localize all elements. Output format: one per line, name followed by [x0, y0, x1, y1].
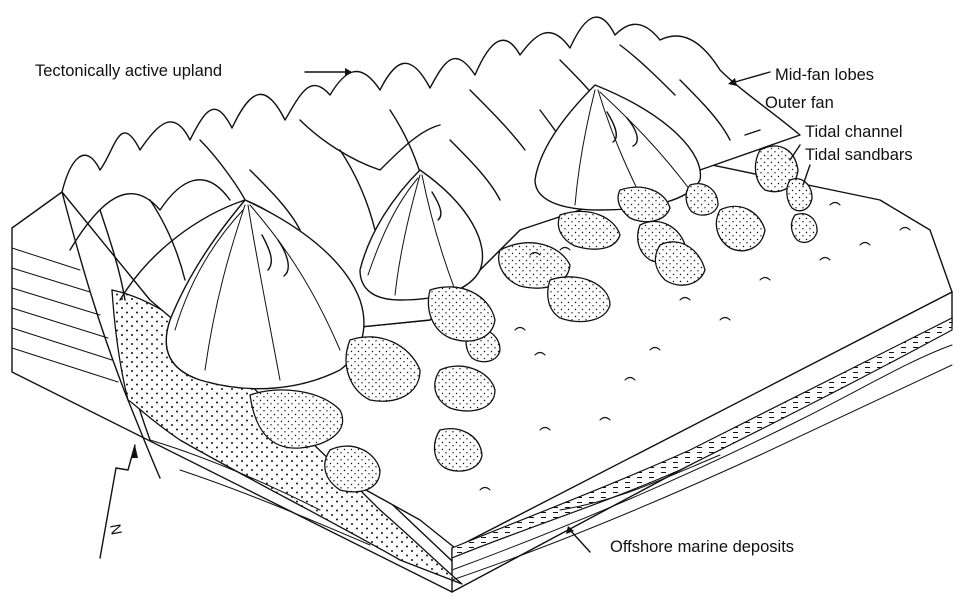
label-tidal-channel: Tidal channel	[805, 123, 903, 141]
north-arrow-label: N	[106, 523, 125, 537]
label-outer-fan: Outer fan	[765, 94, 834, 112]
north-arrow-icon: N	[100, 445, 138, 558]
label-tectonically-active-upland: Tectonically active upland	[35, 62, 222, 80]
label-offshore-marine-deposits: Offshore marine deposits	[610, 538, 794, 556]
label-tidal-sandbars: Tidal sandbars	[805, 146, 913, 164]
label-mid-fan-lobes: Mid-fan lobes	[775, 66, 874, 84]
sandbar	[787, 179, 812, 211]
